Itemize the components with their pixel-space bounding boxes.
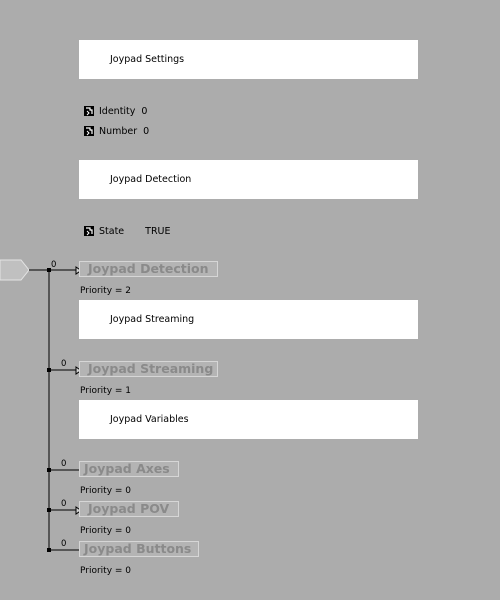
port-label: 0 bbox=[61, 359, 67, 369]
property-toggle-icon[interactable] bbox=[84, 226, 94, 236]
property-number[interactable]: Number 0 bbox=[84, 125, 149, 137]
junction-dot bbox=[47, 548, 51, 552]
junction-dot bbox=[47, 268, 51, 272]
port-label: 0 bbox=[61, 539, 67, 549]
section-title: Joypad Detection bbox=[110, 174, 192, 185]
node-joypad-pov[interactable]: Joypad POV bbox=[79, 501, 179, 517]
section-joypad-streaming[interactable]: Joypad Streaming bbox=[79, 300, 418, 339]
node-priority: Priority = 1 bbox=[80, 386, 132, 396]
port-label: 0 bbox=[61, 459, 67, 469]
node-priority: Priority = 0 bbox=[80, 486, 132, 496]
section-joypad-detection[interactable]: Joypad Detection bbox=[79, 160, 418, 199]
node-joypad-buttons[interactable]: Joypad Buttons bbox=[79, 541, 199, 557]
property-value: 0 bbox=[143, 125, 150, 137]
input-port-arrow-icon bbox=[75, 366, 82, 375]
node-joypad-detection[interactable]: Joypad Detection bbox=[79, 261, 218, 277]
property-toggle-icon[interactable] bbox=[84, 106, 94, 116]
node-joypad-axes[interactable]: Joypad Axes bbox=[79, 461, 179, 477]
property-label: Identity bbox=[99, 105, 136, 117]
port-label: 0 bbox=[61, 499, 67, 509]
property-identity[interactable]: Identity 0 bbox=[84, 105, 147, 117]
port-label: 0 bbox=[51, 260, 57, 270]
node-priority: Priority = 0 bbox=[80, 566, 132, 576]
property-label: Number bbox=[99, 125, 138, 137]
property-value: 0 bbox=[141, 105, 148, 117]
section-title: Joypad Streaming bbox=[110, 314, 195, 325]
section-joypad-variables[interactable]: Joypad Variables bbox=[79, 400, 418, 439]
input-port-arrow-icon bbox=[75, 506, 82, 515]
input-port-arrow-icon bbox=[75, 266, 82, 275]
property-toggle-icon[interactable] bbox=[84, 126, 94, 136]
section-joypad-settings[interactable]: Joypad Settings bbox=[79, 40, 418, 79]
node-joypad-streaming[interactable]: Joypad Streaming bbox=[79, 361, 218, 377]
node-priority: Priority = 0 bbox=[80, 526, 132, 536]
junction-dot bbox=[47, 368, 51, 372]
input-connector-icon[interactable] bbox=[0, 259, 30, 281]
junction-dot bbox=[47, 468, 51, 472]
property-state[interactable]: State TRUE bbox=[84, 225, 171, 237]
section-title: Joypad Variables bbox=[110, 414, 189, 425]
property-label: State bbox=[99, 225, 125, 237]
property-value: TRUE bbox=[145, 225, 171, 237]
node-priority: Priority = 2 bbox=[80, 286, 132, 296]
section-title: Joypad Settings bbox=[110, 54, 185, 65]
junction-dot bbox=[47, 508, 51, 512]
